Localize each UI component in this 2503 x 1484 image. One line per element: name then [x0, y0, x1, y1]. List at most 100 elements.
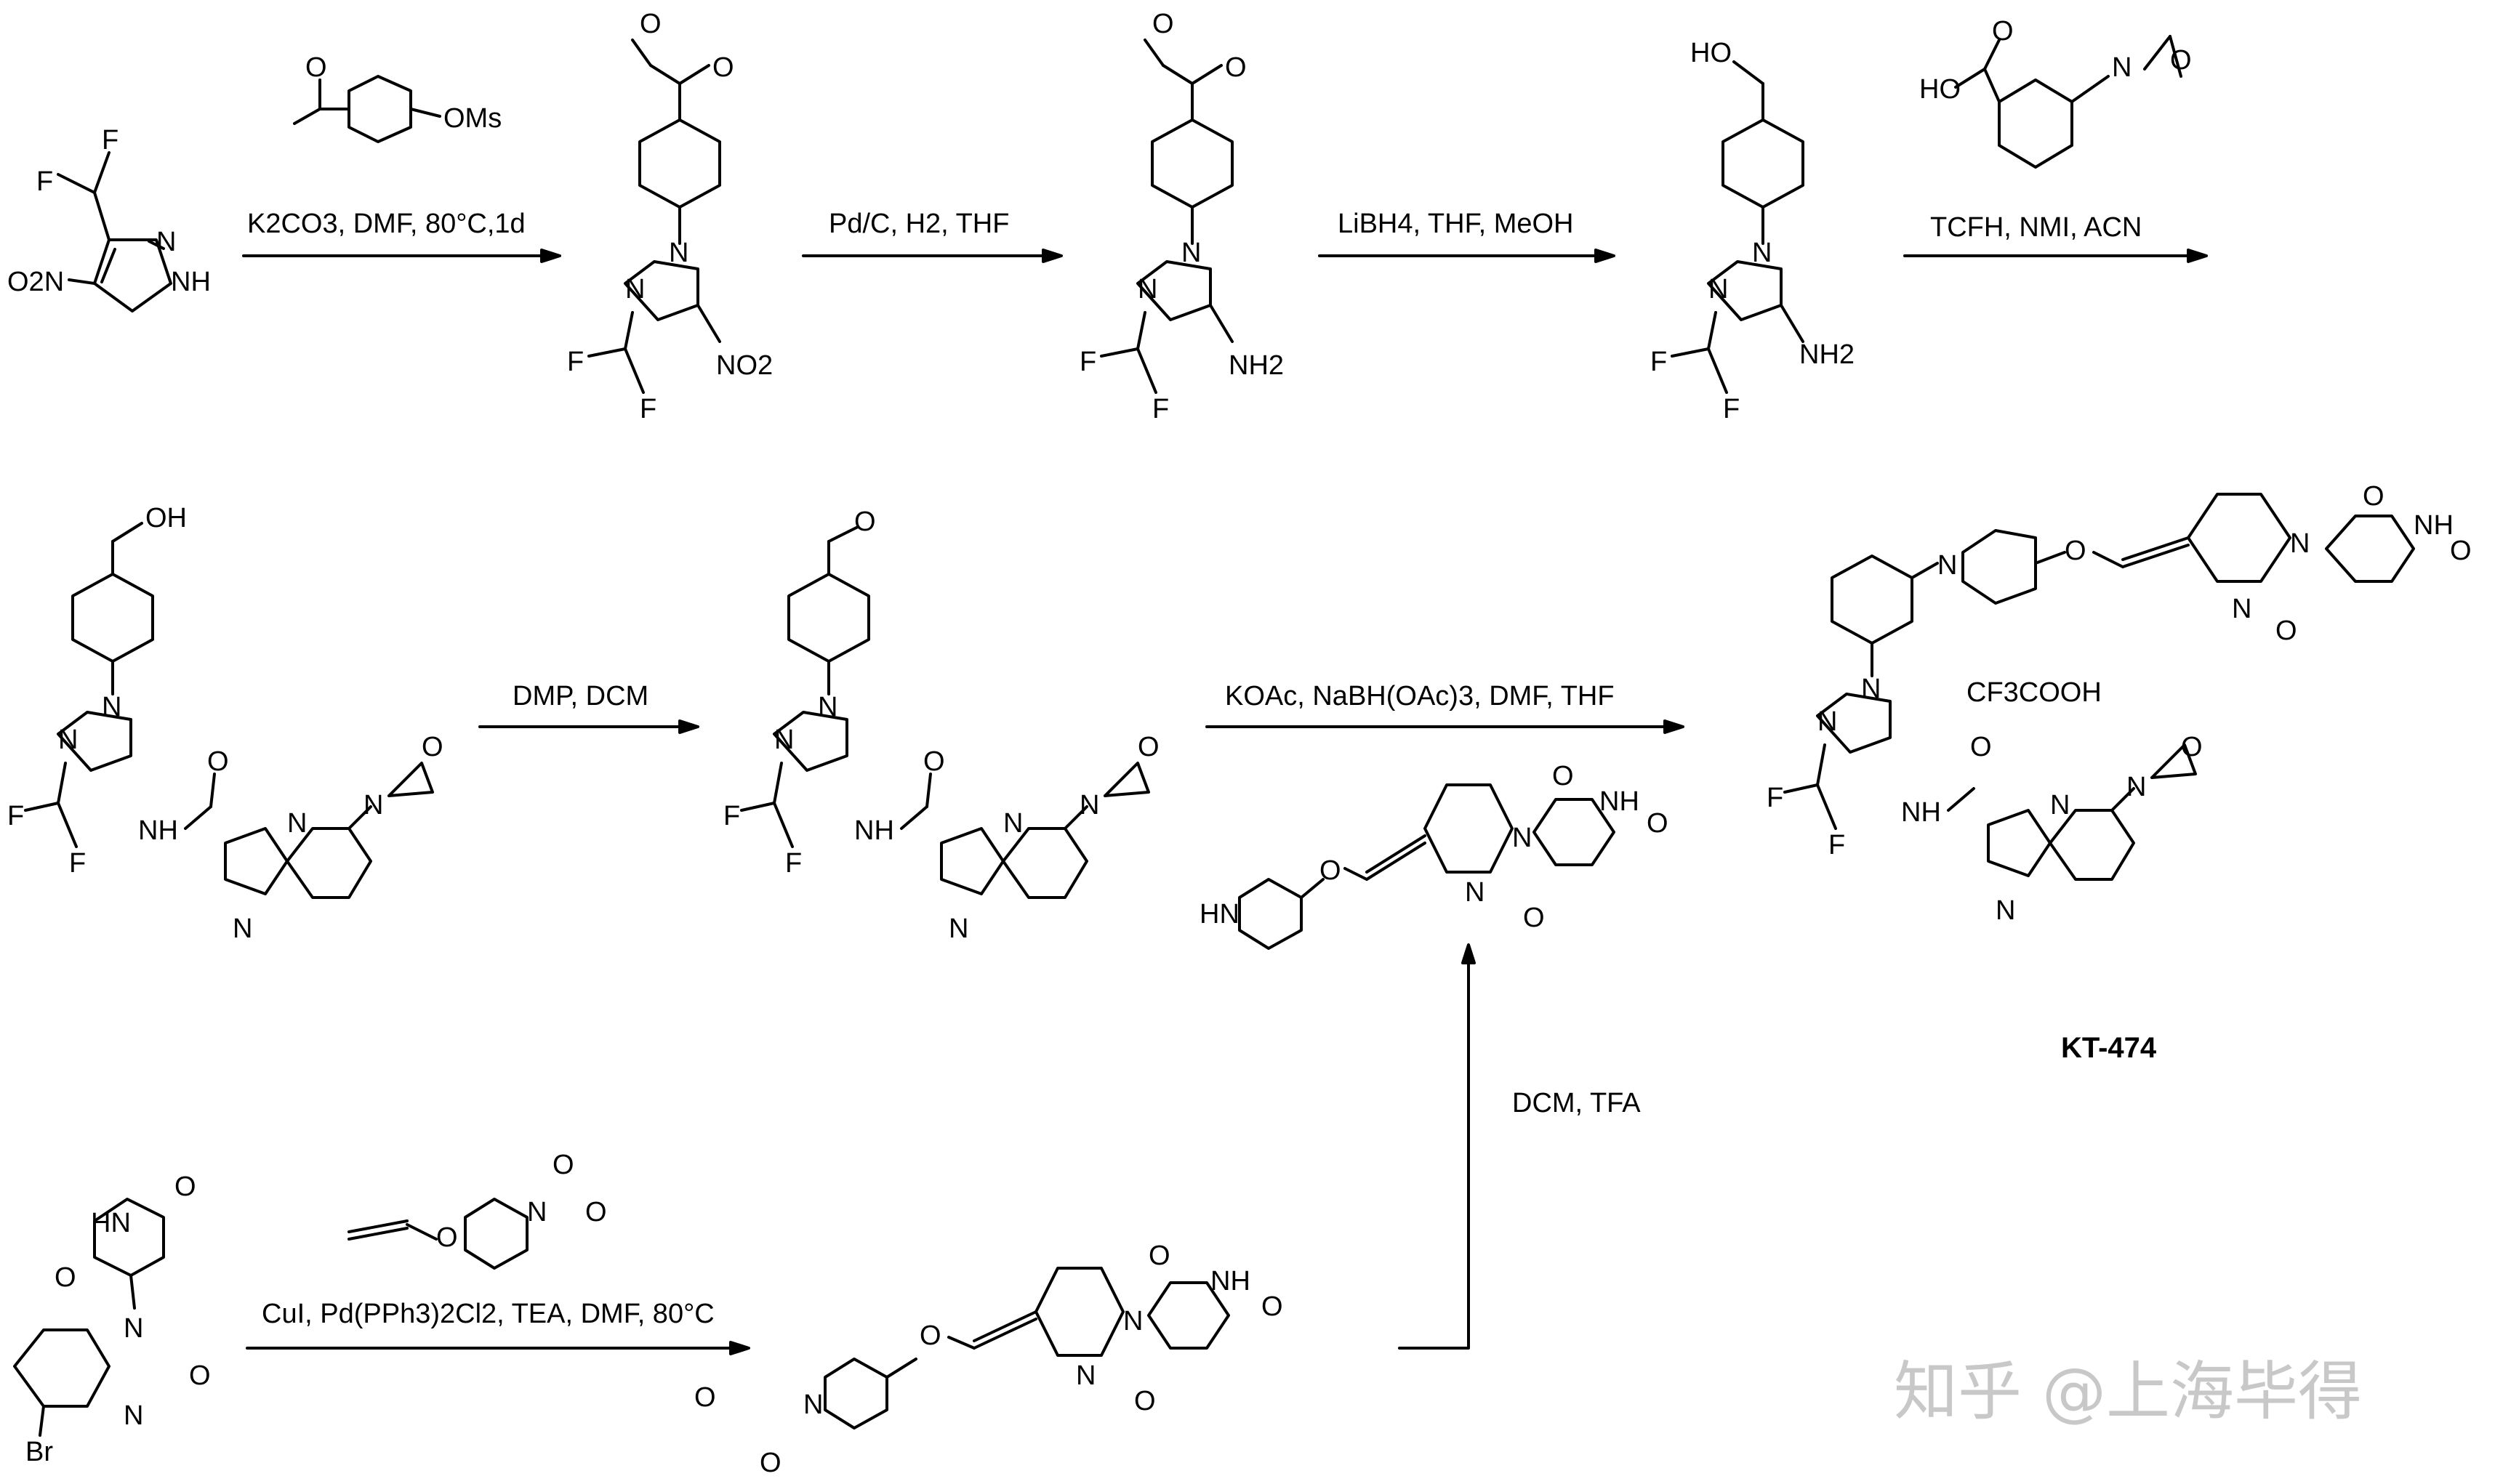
atom-o: O	[640, 9, 662, 39]
atom-f: F	[7, 801, 24, 831]
product-kt474: N O N N O O NH O CF3COOH N N F F NH O N …	[1767, 481, 2472, 1064]
atom-o: O	[2363, 481, 2385, 512]
atom-o: O	[1134, 1386, 1156, 1416]
atom-n: N	[1512, 823, 1532, 853]
atom-n: N	[1076, 1360, 1096, 1391]
atom-o: O	[1261, 1291, 1283, 1322]
atom-o: O	[923, 746, 945, 777]
compound-5-amide-alcohol: OH N N F F NH O N N N O	[7, 503, 443, 944]
conditions-step5: DMP, DCM	[513, 681, 648, 711]
atom-ho: HO	[1690, 38, 1732, 68]
atom-n: N	[124, 1400, 143, 1431]
atom-o: O	[1970, 732, 1992, 762]
atom-n: N	[774, 725, 794, 755]
atom-n: N	[2050, 790, 2070, 820]
conditions-step4: TCFH, NMI, ACN	[1930, 212, 2142, 243]
atom-f: F	[567, 347, 584, 377]
reaction-arrow-8: DCM, TFA	[1398, 943, 1641, 1350]
compound-bromo-benzimidazolone: HN O O N O N Br	[13, 1172, 211, 1467]
atom-hn: NH	[854, 815, 894, 846]
atom-hn: HN	[1200, 899, 1240, 929]
reaction-arrow-3: LiBH4, THF, MeOH	[1318, 209, 1615, 263]
atom-o: O	[55, 1262, 76, 1293]
atom-oms: OMs	[443, 103, 502, 134]
atom-o: O	[1152, 9, 1174, 39]
reaction-arrow-1: K2CO3, DMF, 80°C,1d O OMs	[242, 52, 561, 263]
reaction-arrow-2: Pd/C, H2, THF	[802, 209, 1063, 263]
atom-f: F	[723, 801, 740, 831]
atom-o: O	[694, 1382, 716, 1413]
atom-n: N	[1080, 790, 1099, 820]
atom-o: O	[2170, 45, 2192, 76]
atom-o: O	[1319, 855, 1341, 886]
atom-n: N	[1123, 1306, 1143, 1336]
atom-n: N	[287, 808, 307, 839]
atom-n: N	[1861, 674, 1881, 704]
atom-n: N	[58, 725, 78, 755]
atom-o: O	[1138, 732, 1160, 762]
atom-o: O	[553, 1150, 574, 1180]
atom-o: O	[305, 52, 327, 83]
atom-o: O	[760, 1448, 782, 1478]
atom-o: O	[2065, 536, 2086, 566]
watermark-text: 知乎 @上海毕得	[1894, 1354, 2362, 1429]
atom-o: O	[1225, 52, 1247, 83]
atom-n: N	[1465, 877, 1484, 908]
atom-o: O	[1149, 1241, 1170, 1271]
atom-hn: NH	[138, 815, 178, 846]
atom-f: F	[1767, 783, 1783, 813]
atom-no2: NO2	[716, 350, 773, 381]
atom-n: N	[1996, 895, 2015, 926]
compound-1-nitropyrazole: F F N NH O2N	[7, 125, 211, 312]
product-name: KT-474	[2061, 1032, 2157, 1064]
atom-n: N	[2290, 528, 2310, 559]
atom-n: N	[1181, 238, 1201, 268]
conditions-step1: K2CO3, DMF, 80°C,1d	[247, 209, 526, 239]
atom-o: O	[1523, 903, 1545, 933]
atom-o: O	[1647, 808, 1668, 839]
atom-o: O	[2275, 616, 2297, 646]
atom-nh: NH	[1599, 786, 1639, 817]
atom-nh: NH	[171, 267, 211, 297]
conditions-step3: LiBH4, THF, MeOH	[1338, 209, 1573, 239]
atom-o: O	[422, 732, 443, 762]
atom-o: O	[2181, 732, 2203, 762]
atom-f: F	[1828, 830, 1845, 860]
atom-n: N	[527, 1197, 547, 1227]
atom-n: N	[233, 914, 252, 944]
atom-o: O	[1552, 761, 1574, 791]
atom-o: O	[174, 1172, 196, 1202]
atom-oh: OH	[145, 503, 187, 533]
atom-n: N	[1937, 550, 1957, 581]
atom-f: F	[785, 848, 802, 879]
compound-3-amino-ester: O O N N F F NH2	[1080, 9, 1284, 424]
atom-br: Br	[25, 1437, 53, 1467]
atom-f: F	[1723, 394, 1740, 424]
atom-o: O	[712, 52, 734, 83]
atom-o: O	[854, 507, 876, 537]
conditions-step8: DCM, TFA	[1512, 1088, 1641, 1118]
reaction-arrow-7: CuI, Pd(PPh3)2Cl2, TEA, DMF, 80°C O N O …	[246, 1150, 750, 1355]
atom-n: N	[669, 238, 688, 268]
atom-o: O	[436, 1222, 458, 1253]
atom-n: N	[363, 790, 383, 820]
compound-6-aldehyde: O N N F F NH O N N N O	[723, 507, 1160, 944]
atom-n: N	[1003, 808, 1023, 839]
atom-o: O	[207, 746, 229, 777]
atom-n: N	[949, 914, 968, 944]
atom-n: N	[1708, 274, 1728, 305]
atom-n: N	[818, 692, 837, 722]
atom-n: N	[625, 274, 645, 305]
atom-nh: NH	[2414, 510, 2454, 541]
atom-n: N	[2112, 52, 2132, 83]
atom-o2n: O2N	[7, 267, 64, 297]
atom-n: N	[803, 1390, 823, 1420]
atom-f: F	[36, 166, 53, 197]
compound-boc-alkyne-intermediate: O O N O N N O O NH O	[694, 1241, 1283, 1478]
atom-n: N	[1817, 706, 1837, 737]
reaction-arrow-5: DMP, DCM	[478, 681, 699, 734]
salt-label: CF3COOH	[1966, 677, 2102, 708]
conditions-step2: Pd/C, H2, THF	[829, 209, 1009, 239]
atom-f: F	[102, 125, 118, 156]
atom-ho: HO	[1919, 74, 1961, 105]
